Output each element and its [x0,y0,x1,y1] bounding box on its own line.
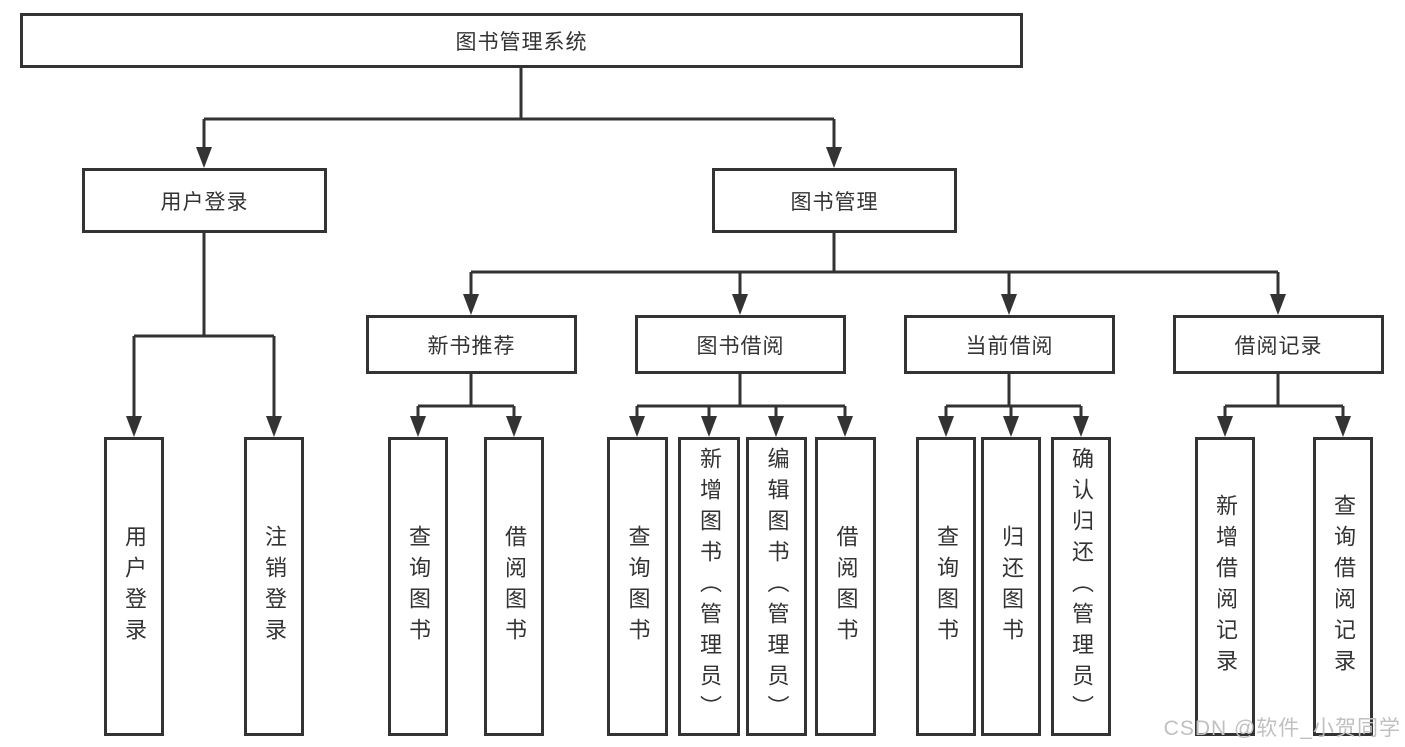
node-leaf-query-books-borrowing: 查询图书 [607,437,668,736]
node-leaf-logout: 注销登录 [244,437,304,736]
node-leaf-query-books-current: 查询图书 [916,437,976,736]
node-book-management: 图书管理 [712,168,957,233]
node-user-login-label: 用户登录 [160,190,249,214]
node-leaf-query-books-borrowing-label: 查询图书 [625,524,651,649]
node-leaf-add-borrow-record-label: 新增借阅记录 [1213,493,1238,680]
node-leaf-confirm-return-admin: 确认归还（管理员） [1051,437,1111,736]
node-leaf-add-book-admin-label: 新增图书（管理员） [697,447,722,726]
node-user-login: 用户登录 [82,168,327,233]
node-current-borrowing: 当前借阅 [904,315,1115,374]
node-leaf-query-books-recommend: 查询图书 [388,437,448,736]
node-leaf-logout-label: 注销登录 [262,524,287,649]
node-leaf-user-login: 用户登录 [104,437,164,736]
node-leaf-return-book: 归还图书 [981,437,1041,736]
node-leaf-borrow-books: 借阅图书 [815,437,876,736]
node-borrow-records: 借阅记录 [1173,315,1384,374]
node-leaf-query-books-current-label: 查询图书 [934,524,959,649]
node-leaf-query-books-recommend-label: 查询图书 [406,524,431,649]
node-leaf-query-borrow-record-label: 查询借阅记录 [1331,493,1356,680]
node-leaf-user-login-label: 用户登录 [122,524,147,649]
node-borrow-records-label: 借阅记录 [1234,334,1323,358]
node-leaf-borrow-books-recommend-label: 借阅图书 [502,524,527,649]
node-new-book-recommend: 新书推荐 [366,315,577,374]
node-root: 图书管理系统 [20,13,1023,68]
node-book-management-label: 图书管理 [790,190,879,214]
node-current-borrowing-label: 当前借阅 [965,334,1054,358]
node-book-borrowing-label: 图书借阅 [696,334,785,358]
watermark: CSDN @软件_小贺同学 [1163,717,1401,740]
node-new-book-recommend-label: 新书推荐 [427,334,516,358]
node-leaf-edit-book-admin: 编辑图书（管理员） [746,437,807,736]
node-leaf-borrow-books-label: 借阅图书 [833,524,859,649]
node-leaf-return-book-label: 归还图书 [999,524,1024,649]
node-root-label: 图书管理系统 [455,30,588,54]
node-leaf-edit-book-admin-label: 编辑图书（管理员） [764,447,790,726]
node-leaf-add-borrow-record: 新增借阅记录 [1195,437,1255,736]
node-leaf-query-borrow-record: 查询借阅记录 [1313,437,1373,736]
node-book-borrowing: 图书借阅 [635,315,846,374]
node-leaf-add-book-admin: 新增图书（管理员） [678,437,740,736]
node-leaf-confirm-return-admin-label: 确认归还（管理员） [1069,447,1094,726]
node-leaf-borrow-books-recommend: 借阅图书 [484,437,544,736]
